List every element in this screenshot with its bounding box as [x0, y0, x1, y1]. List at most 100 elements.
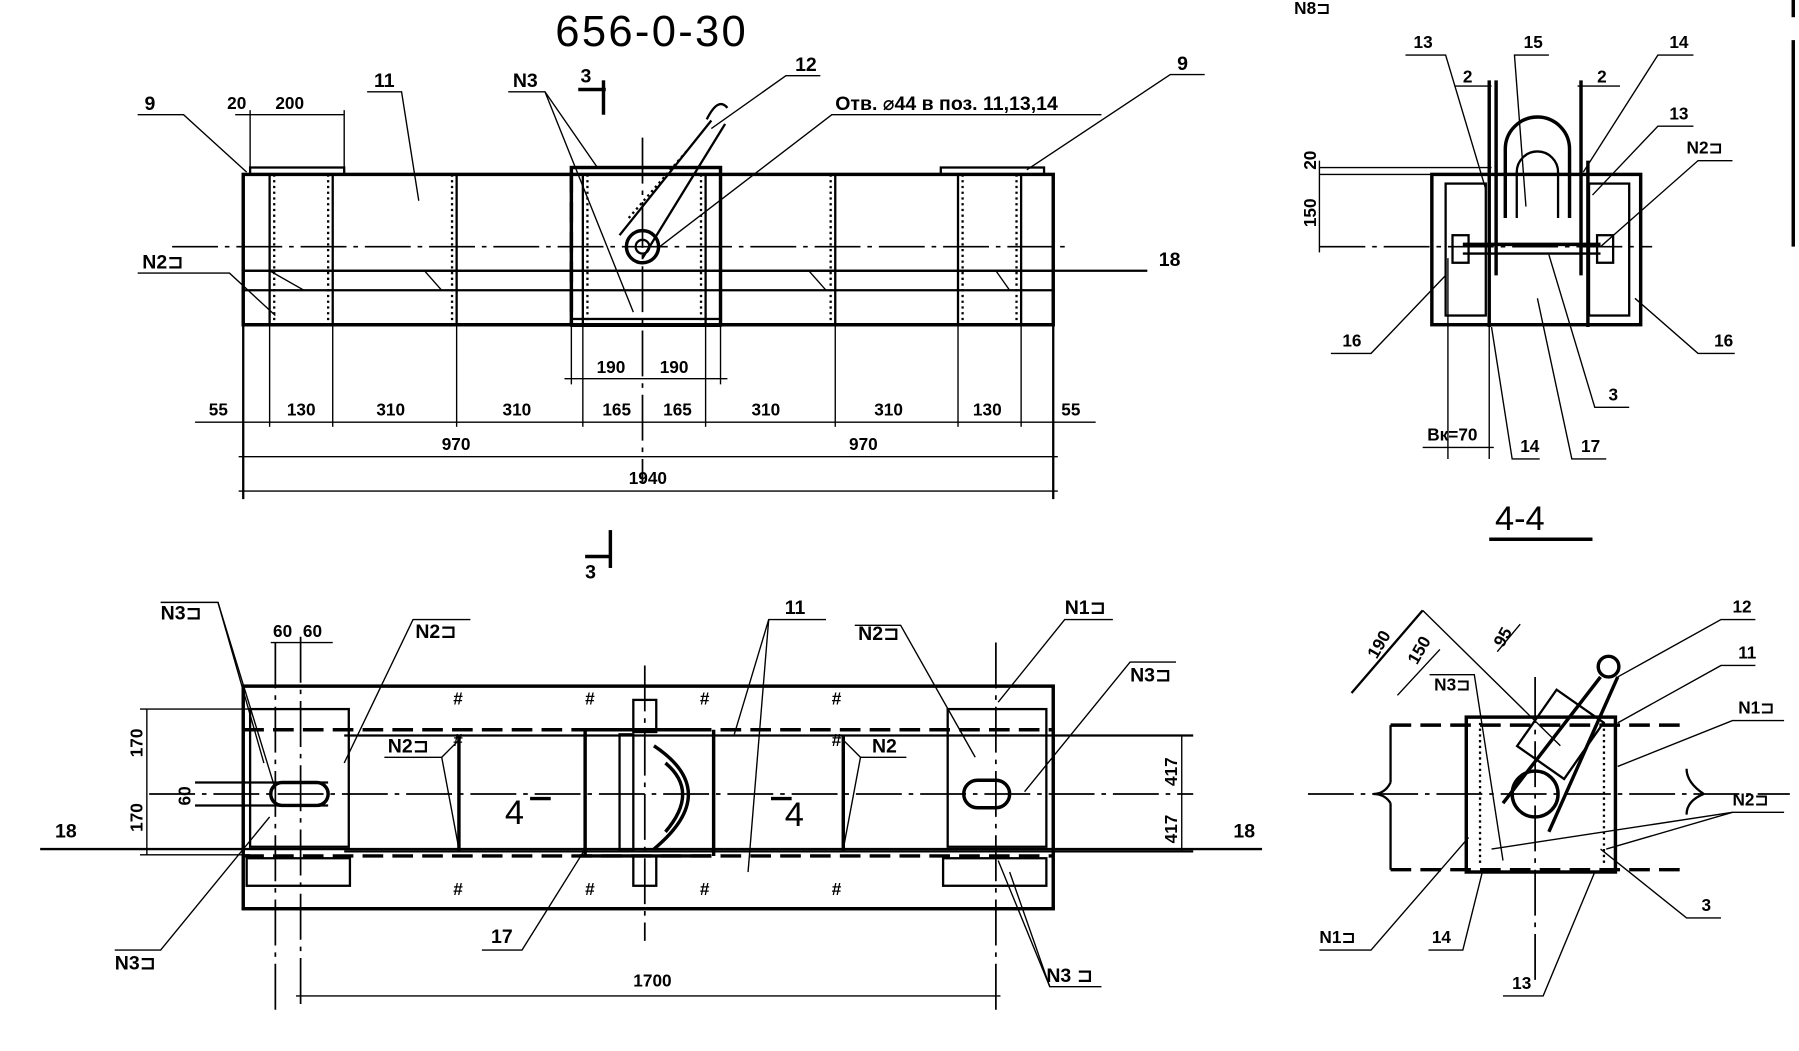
dim-150: 150	[1403, 633, 1435, 668]
dim-chain-value: 165	[602, 399, 631, 419]
dim-190: 190	[597, 357, 626, 377]
label-n3-bottom: N3⊐	[115, 953, 156, 975]
label-part-18: 18	[1159, 249, 1181, 271]
label-part-11: 11	[1738, 643, 1757, 663]
svg-text:#: #	[832, 688, 842, 708]
drawing-title: 656-0-30	[555, 8, 748, 56]
dim-417-top: 417	[1161, 757, 1181, 786]
dim-170-bottom: 170	[126, 803, 146, 832]
label-part-11: 11	[374, 70, 395, 92]
dim-60-vertical: 60	[174, 786, 194, 805]
svg-text:#: #	[453, 730, 463, 750]
label-n1-left: N1⊐	[1319, 927, 1355, 947]
dim-chain-value: 130	[287, 399, 316, 419]
dim-1700: 1700	[633, 971, 671, 991]
dim-970-left: 970	[442, 434, 471, 454]
label-part-3: 3	[1701, 895, 1711, 915]
label-part-16-right: 16	[1714, 331, 1733, 351]
dim-20: 20	[227, 93, 246, 113]
label-part-14-bottom: 14	[1520, 436, 1540, 456]
label-n2-mid: N2⊐	[388, 736, 429, 758]
dim-95: 95	[1489, 623, 1516, 650]
label-n3-bottom-right: N3 ⊐	[1046, 965, 1093, 987]
dim-chain: 55 130 310 310 165 165 310 310 130 55	[209, 324, 1081, 427]
section-mark-4-left: 4	[505, 794, 524, 832]
label-part-13-right: 13	[1669, 103, 1688, 123]
cut-mark-bottom: 3	[585, 561, 596, 583]
label-part-14-top: 14	[1669, 32, 1689, 52]
svg-text:#: #	[585, 879, 595, 899]
dim-150: 150	[1300, 198, 1320, 227]
label-top-left: N8⊐	[1294, 0, 1330, 18]
dim-1940: 1940	[629, 468, 667, 488]
label-part-9-left: 9	[145, 93, 156, 115]
svg-text:#: #	[700, 879, 710, 899]
label-n2: N2⊐	[1687, 138, 1723, 158]
label-n3-right: N3⊐	[1130, 665, 1171, 687]
label-part-17: 17	[491, 926, 513, 948]
lifting-lug	[618, 102, 729, 265]
svg-text:#: #	[700, 688, 710, 708]
dim-chain-value: 310	[751, 399, 780, 419]
dim-200: 200	[275, 93, 304, 113]
label-n2-top: N2⊐	[415, 621, 456, 643]
dim-bk: Bк=70	[1427, 425, 1477, 445]
dim-chain-value: 310	[376, 399, 405, 419]
dim-170-top: 170	[126, 729, 146, 758]
dim-417-bottom: 417	[1161, 815, 1181, 844]
dim-chain-value: 55	[209, 399, 229, 419]
label-18-left: 18	[55, 821, 77, 843]
label-n1-right: N1⊐	[1738, 698, 1774, 718]
hole-note: Отв. ⌀44 в поз. 11,13,14	[835, 93, 1058, 115]
svg-text:#: #	[832, 879, 842, 899]
elevation-view: 9 11 N3 12 Отв. ⌀44 в поз. 11,13,14 9 N2…	[137, 53, 1205, 500]
label-part-17: 17	[1581, 436, 1600, 456]
svg-text:#: #	[453, 688, 463, 708]
dim-chain-value: 55	[1061, 399, 1081, 419]
label-n2-right: N2⊐	[1732, 789, 1768, 809]
label-part-16-left: 16	[1342, 331, 1361, 351]
section-title: 4-4	[1495, 500, 1545, 538]
label-part-12: 12	[795, 54, 817, 76]
cut-mark-top: 3	[581, 66, 592, 88]
label-n3: N3⊐	[1434, 675, 1470, 695]
side-view: N8⊐ 20 150 13 15 14 13 N2⊐ 2 2 16 16 3	[1294, 0, 1735, 460]
label-part-3: 3	[1609, 384, 1619, 404]
label-part-9-right: 9	[1177, 53, 1188, 75]
label-18-right: 18	[1233, 821, 1255, 843]
label-n2: N2⊐	[142, 251, 183, 273]
bolt-marks: # # # # # # # # # #	[453, 688, 842, 898]
label-n2-right-mid: N2	[872, 736, 897, 758]
svg-text:#: #	[453, 879, 463, 899]
label-n3-top: N3⊐	[161, 603, 202, 625]
dim-chain-value: 165	[663, 399, 692, 419]
lug-section	[1501, 654, 1621, 833]
stiffeners	[268, 174, 1023, 325]
dim-chain-value: 310	[503, 399, 532, 419]
lug-plan	[579, 698, 716, 887]
label-n2-right: N2⊐	[858, 623, 899, 645]
label-part-14: 14	[1432, 927, 1452, 947]
dim-190: 190	[1363, 627, 1395, 662]
plan-view: # # # # # # # # # # 4 4 N3⊐ N2⊐ 11 N2⊐ N1⊐ N3…	[40, 597, 1263, 1010]
label-part-13-left: 13	[1414, 32, 1433, 52]
label-part-15: 15	[1524, 32, 1544, 52]
dim-20: 20	[1300, 151, 1320, 170]
label-part-11: 11	[785, 597, 806, 619]
label-part-13: 13	[1512, 973, 1531, 993]
dim-60: 60	[273, 621, 292, 641]
label-n1-right: N1⊐	[1065, 597, 1106, 619]
label-2-left: 2	[1463, 67, 1473, 87]
svg-text:#: #	[832, 730, 842, 750]
dim-chain-value: 130	[973, 399, 1002, 419]
dim-chain-value: 310	[874, 399, 903, 419]
dim-970-right: 970	[849, 434, 878, 454]
dim-60: 60	[303, 621, 322, 641]
dim-190: 190	[660, 357, 689, 377]
svg-text:#: #	[585, 688, 595, 708]
label-n3: N3	[513, 70, 538, 92]
label-2-right: 2	[1597, 67, 1607, 87]
section-4-4: 190 150 95 12 11 N1⊐ N2⊐ N3⊐ 3 N1⊐ 14 13	[1307, 597, 1790, 997]
section-mark-4-right: 4	[785, 796, 804, 834]
